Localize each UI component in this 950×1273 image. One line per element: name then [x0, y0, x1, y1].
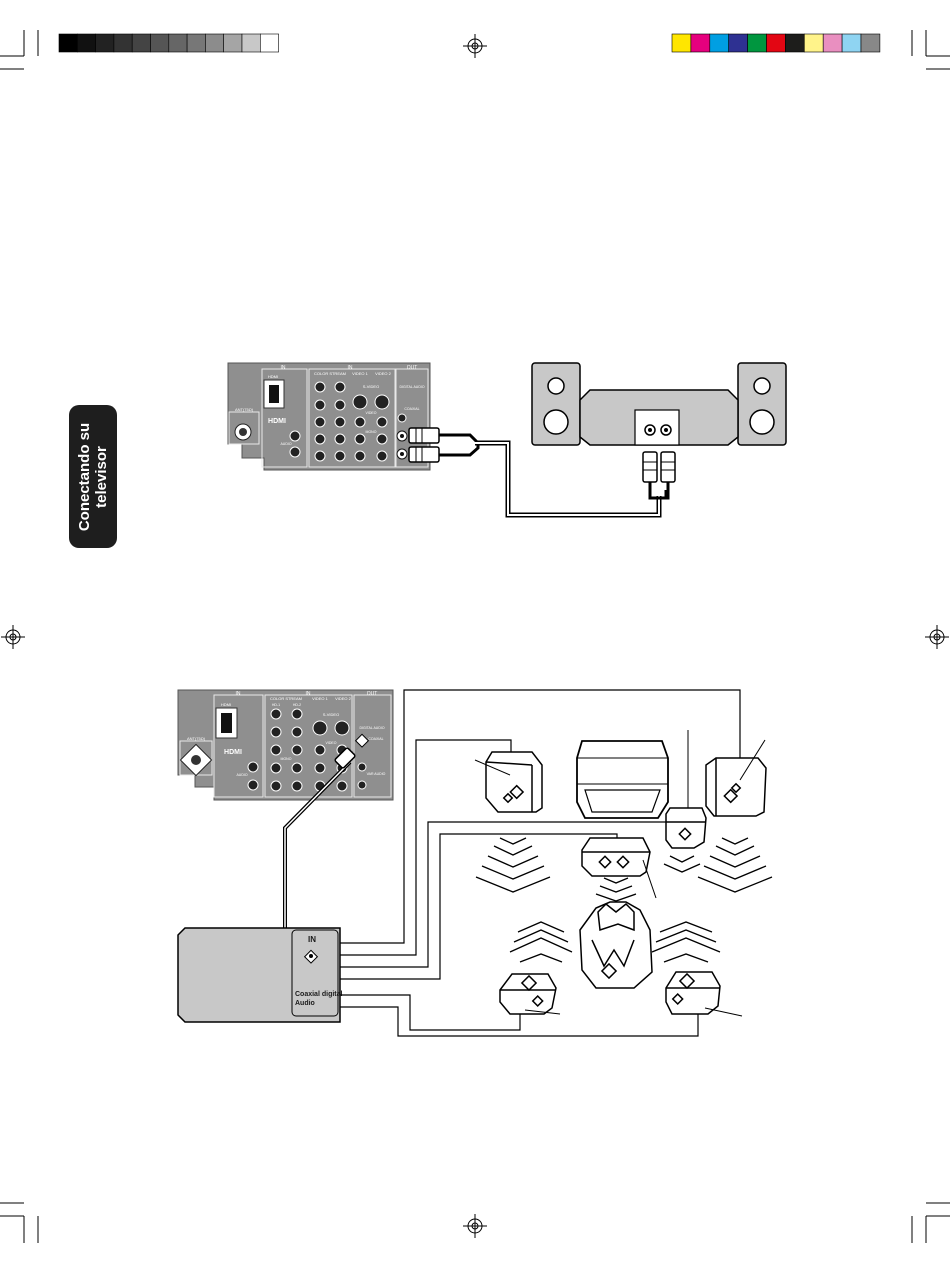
subwoofer-icon — [666, 730, 706, 848]
calibration-swatch — [861, 34, 880, 52]
panel-group-out-label: OUT — [407, 365, 418, 371]
registration-target-icon — [463, 1214, 487, 1238]
antenna-label: ANT(75Ω) — [235, 407, 254, 412]
calibration-swatch — [842, 34, 861, 52]
rear-right-speaker-icon — [666, 972, 742, 1016]
video-label: VIDEO — [326, 741, 337, 745]
calibration-swatch — [691, 34, 710, 52]
audio-label: AUDIO — [280, 442, 291, 446]
panel-group-in2-label: IN — [306, 691, 311, 697]
video-label: VIDEO — [366, 411, 377, 415]
calibration-swatch — [785, 34, 804, 52]
hdmi-logo: HDMI — [268, 418, 286, 425]
section-tab-line1: Conectando su — [76, 422, 93, 530]
color-stream-label: COLOR STREAM — [314, 371, 346, 376]
tv-icon — [577, 741, 668, 818]
calibration-swatch — [77, 34, 95, 52]
digital-audio-label: DIGITAL AUDIO — [399, 385, 424, 389]
panel-group-in-label: IN — [281, 365, 286, 371]
mono-label: MONO — [281, 757, 292, 761]
calibration-swatch — [260, 34, 278, 52]
grayscale-calibration-bar — [59, 34, 279, 52]
registration-target-icon — [463, 34, 487, 58]
center-speaker-icon — [582, 838, 656, 898]
registration-target-icon — [925, 625, 949, 649]
calibration-swatch — [205, 34, 223, 52]
registration-target-icon — [1, 625, 25, 649]
front-right-speaker-icon — [706, 740, 766, 816]
hdmi-port-label: HDMI — [221, 702, 231, 707]
av-receiver: IN Coaxial digital Audio — [178, 928, 343, 1022]
panel-group-out-label: OUT — [367, 691, 378, 697]
hd2-label: HD-2 — [293, 703, 301, 707]
calibration-swatch — [672, 34, 691, 52]
calibration-swatch — [729, 34, 748, 52]
svideo-label: S-VIDEO — [363, 384, 379, 389]
calibration-swatch — [224, 34, 242, 52]
hdmi-port-label: HDMI — [268, 374, 278, 379]
calibration-swatch — [804, 34, 823, 52]
calibration-swatch — [823, 34, 842, 52]
calibration-swatch — [59, 34, 77, 52]
coaxial-digital-label: Coaxial digital — [295, 991, 343, 998]
listener-icon — [580, 902, 652, 988]
var-audio-label: VAR AUDIO — [367, 772, 386, 776]
digital-audio-label: DIGITAL AUDIO — [359, 726, 384, 730]
mono-label: MONO — [366, 430, 377, 434]
video2-label: VIDEO 2 — [375, 371, 392, 376]
calibration-swatch — [151, 34, 169, 52]
hd1-label: HD-1 — [272, 703, 280, 707]
stereo-amplifier — [532, 363, 786, 445]
coaxial-audio-label: Audio — [295, 1000, 315, 1007]
calibration-swatch — [710, 34, 729, 52]
color-calibration-bar — [672, 34, 880, 52]
color-stream-label: COLOR STREAM — [270, 696, 302, 701]
rear-left-speaker-icon — [500, 974, 560, 1014]
section-tab-line2: televisor — [93, 422, 110, 530]
calibration-swatch — [132, 34, 150, 52]
calibration-swatch — [114, 34, 132, 52]
front-left-speaker-icon — [475, 752, 542, 812]
crop-marks — [0, 30, 950, 1243]
audio-label: AUDIO — [236, 773, 247, 777]
video1-label: VIDEO 1 — [352, 371, 369, 376]
calibration-swatch — [187, 34, 205, 52]
calibration-swatch — [767, 34, 786, 52]
calibration-swatch — [169, 34, 187, 52]
video2-label: VIDEO 2 — [335, 696, 352, 701]
calibration-swatch — [748, 34, 767, 52]
tv-rear-panel-2: IN IN OUT HDMI HDMI ANT(75Ω) AUDIO COLOR… — [178, 690, 393, 800]
panel-group-in-label: IN — [236, 691, 241, 697]
section-tab-text: Conectando su televisor — [69, 405, 117, 548]
receiver-in-label: IN — [308, 935, 316, 944]
hdmi-logo: HDMI — [224, 749, 242, 756]
svideo-label: S-VIDEO — [323, 712, 339, 717]
antenna-label: ANT(75Ω) — [187, 736, 206, 741]
calibration-swatch — [242, 34, 260, 52]
coaxial-label: COAXIAL — [404, 407, 419, 411]
calibration-swatch — [96, 34, 114, 52]
tv-rear-panel-1: IN IN OUT HDMI HDMI ANT(75Ω) AUDIO COLOR… — [228, 363, 430, 470]
coaxial-label: COAXIAL — [368, 737, 383, 741]
video1-label: VIDEO 1 — [312, 696, 329, 701]
